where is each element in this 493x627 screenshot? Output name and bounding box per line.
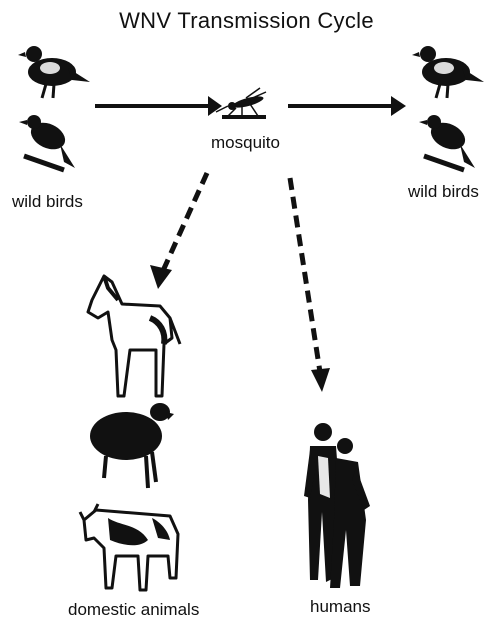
arrow-mosquito-to-humans (290, 178, 330, 392)
humans-icon (304, 423, 370, 588)
crow-icon (419, 115, 475, 170)
pigeon-icon (412, 46, 484, 98)
sheep-icon (90, 403, 174, 488)
arrow-birds-to-mosquito (95, 96, 222, 116)
crow-icon (19, 115, 75, 170)
horse-icon (88, 276, 180, 396)
mosquito-icon (216, 88, 266, 119)
arrow-mosquito-to-birds (288, 96, 406, 116)
arrow-mosquito-to-domestic-animals (150, 173, 207, 289)
pigeon-icon (18, 46, 90, 98)
cow-icon (80, 504, 178, 590)
